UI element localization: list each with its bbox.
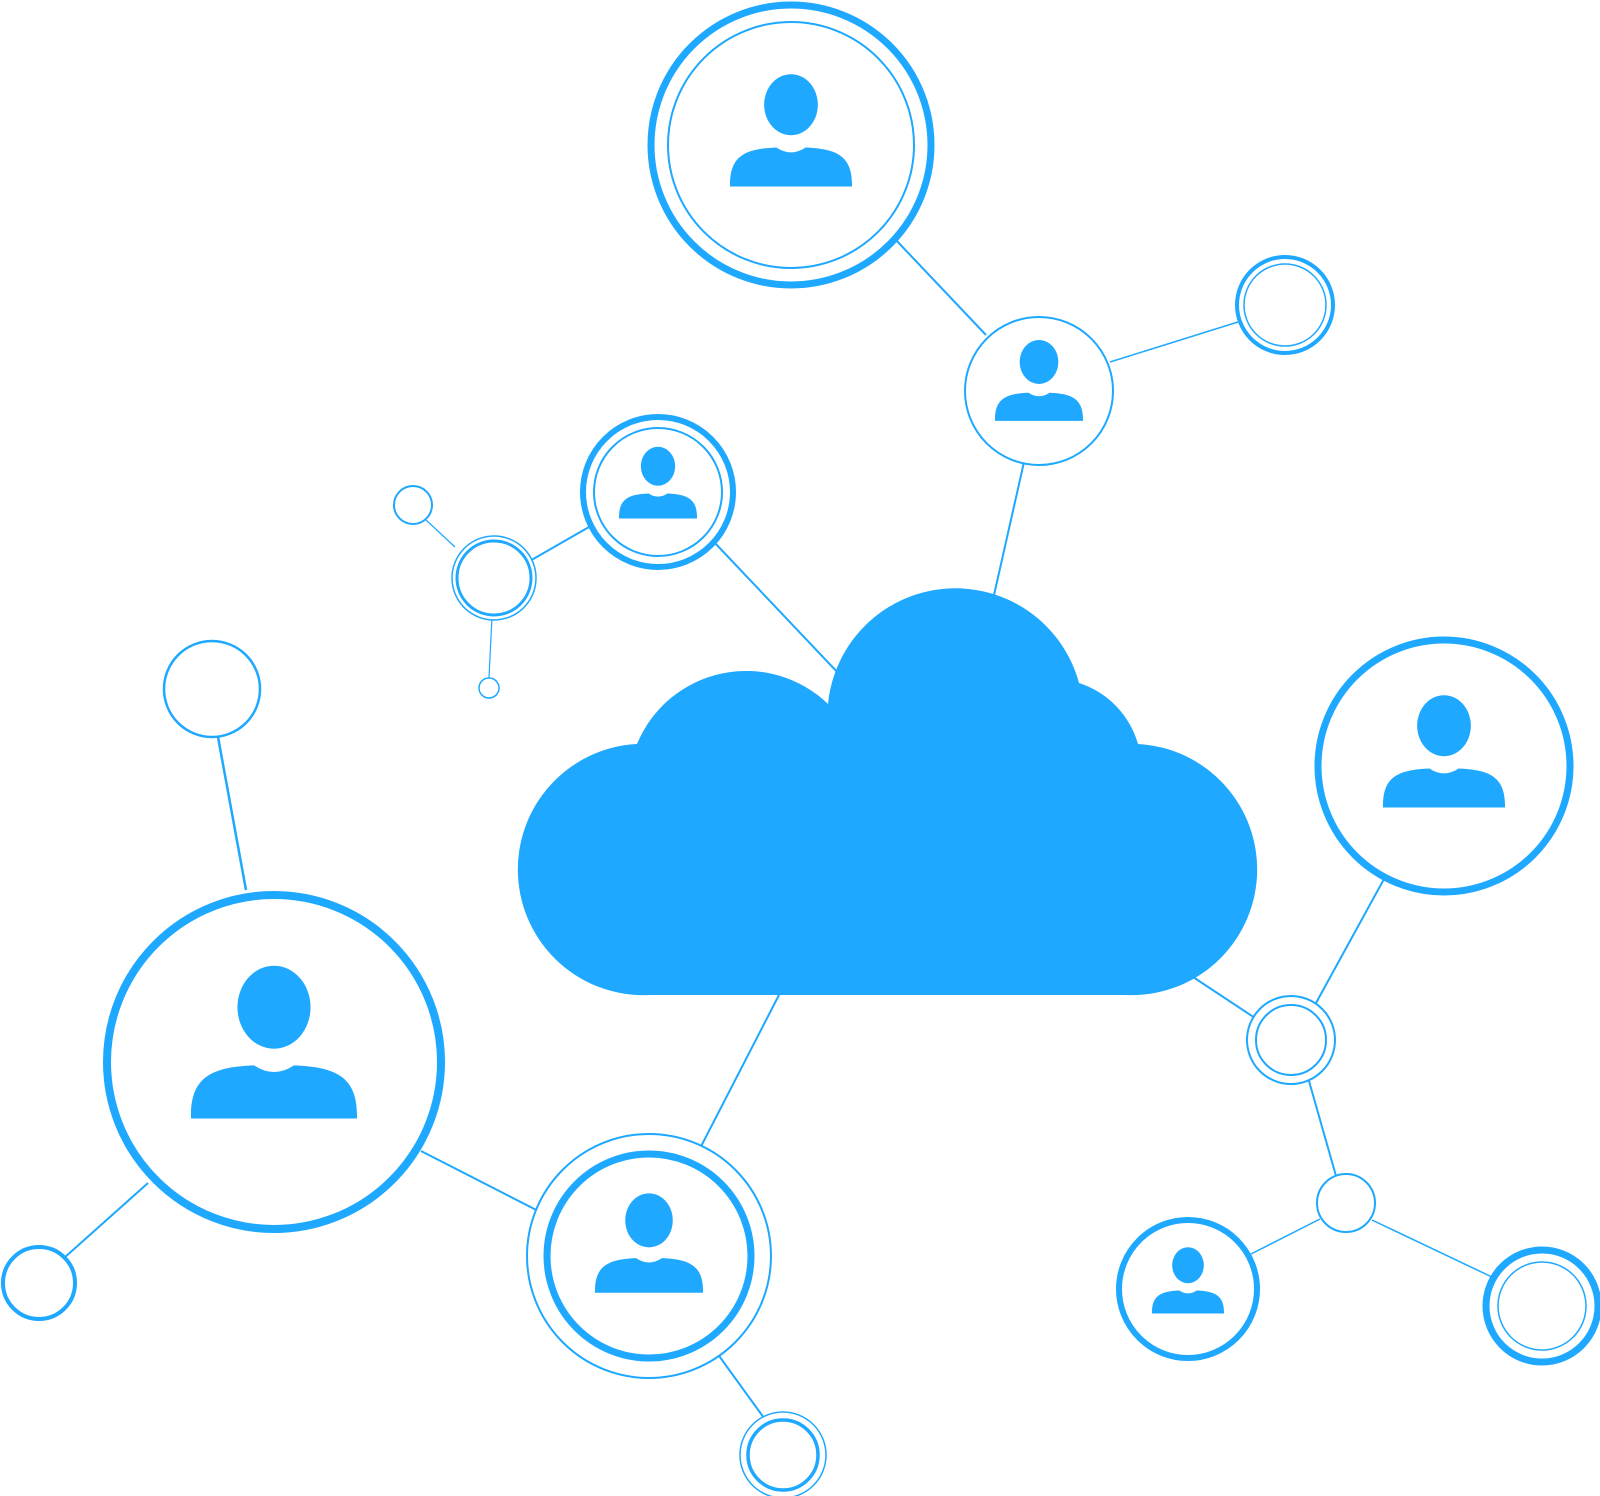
user-node-left-large-ring [103,891,445,1233]
connector-right-user-to-right-ring [1315,878,1385,1004]
empty-node-far-right-ring-ring [1243,263,1327,347]
connector-mid-user-to-cloud [713,541,841,676]
connector-cloud-to-bottom-user [693,992,781,1161]
empty-node-tiny-left-ring [393,485,433,525]
user-node-right [1314,636,1574,896]
user-node-mid-ring [593,427,723,557]
user-icon [730,74,852,187]
user-icon [191,965,357,1119]
connector-upper-right-user-to-cloud [991,461,1025,605]
empty-node-small-ring-ring [455,539,533,617]
connector-top-user-to-upper-right-user [894,238,987,336]
user-icon [595,1193,703,1293]
connector-left-empty-to-big-user [216,736,248,891]
connector-small-ring-to-dot [488,615,493,679]
connector-cloud-to-right-ring [1189,974,1256,1019]
empty-node-tiny-left [393,485,433,525]
empty-node-bottom-right-ring [1482,1246,1600,1366]
user-icon [619,446,697,519]
empty-node-far-left-ring [1,1245,77,1321]
user-node-mid [580,414,736,570]
user-node-bottom-ring [543,1150,755,1362]
empty-nodes [1,255,1600,1496]
connector-big-user-to-far-left-node [63,1182,149,1259]
connector-big-user-to-bottom-user [420,1150,549,1217]
empty-node-dot [478,677,500,699]
connector-right-ring-to-bottom-right-hub [1308,1080,1337,1177]
empty-node-small-ring [451,535,537,621]
empty-node-far-left [1,1245,77,1321]
connector-mid-user-to-small-ring [527,526,590,563]
empty-node-right-ring-ring [1255,1004,1327,1076]
empty-node-hub [1316,1173,1376,1233]
empty-node-dot-ring [478,677,500,699]
user-node-bottom-right-ring [1116,1217,1260,1361]
connector-hub-to-bottom-right-user [1250,1218,1321,1255]
empty-node-far-right-ring [1235,255,1335,355]
user-icon [995,339,1083,421]
user-node-top-ring [667,21,915,269]
cloud-icon [517,588,1258,996]
empty-node-left [162,639,262,739]
connector-small-ring-to-tiny-node [425,519,456,548]
user-node-bottom-right [1116,1217,1260,1361]
empty-node-hub-ring [1316,1173,1376,1233]
user-node-right-ring [1314,636,1574,896]
user-node-top [647,1,935,289]
empty-node-bottom-ring [739,1411,827,1496]
user-icon [1152,1247,1224,1314]
connector-hub-to-bottom-right-ring [1371,1219,1495,1279]
empty-node-right-ring [1246,995,1336,1085]
user-nodes [103,1,1574,1379]
user-node-upper-right [964,316,1114,466]
user-node-left-large [103,891,445,1233]
empty-node-left-ring [162,639,262,739]
empty-node-bottom-right-ring-ring [1497,1261,1587,1351]
user-icon [1383,695,1505,808]
connector-upper-right-user-to-far-right-ring [1109,321,1239,363]
empty-node-bottom-ring-ring [746,1418,820,1492]
user-node-upper-right-ring [964,316,1114,466]
user-node-bottom [526,1133,772,1379]
